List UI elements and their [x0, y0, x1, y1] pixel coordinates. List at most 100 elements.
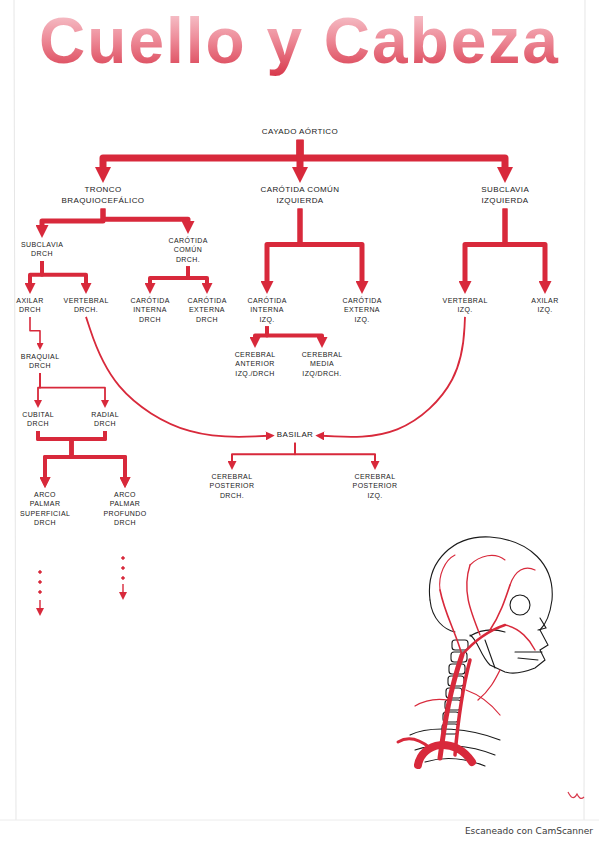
artery-label: VERTEBRAL DRCH.: [64, 296, 109, 315]
artery-label: AXILAR IZQ.: [531, 296, 558, 315]
artery-name: BASILAR: [277, 430, 314, 441]
dot: [39, 591, 42, 594]
scanner-watermark: Escaneado con CamScanner: [465, 826, 593, 836]
artery-label: CARÓTIDA INTERNA DRCH: [131, 296, 170, 324]
continuation-arrowhead: [119, 592, 127, 600]
artery-label: CUBITAL DRCH: [22, 410, 54, 429]
artery-name: CARÓTIDA EXTERNA DRCH: [188, 296, 227, 324]
artery-name: CARÓTIDA COMÚN IZQUIERDA: [260, 185, 340, 207]
artery-connector: [505, 209, 545, 285]
branch: [470, 555, 505, 565]
artery-connector: [465, 209, 505, 285]
connector-layer: [30, 140, 545, 481]
artery-connector: [322, 317, 465, 437]
artery-label: SUBCLAVIA DRCH: [21, 240, 63, 259]
artery-label: VERTEBRAL IZQ.: [443, 296, 488, 315]
artery-label: AXILAR DRCH: [16, 296, 43, 315]
mandible-ramus: [485, 640, 495, 668]
artery-connector: [86, 317, 268, 437]
artery-label: CARÓTIDA INTERNA IZQ.: [248, 296, 287, 324]
artery-name: ARCO PALMAR PROFUNDO DRCH: [103, 490, 146, 528]
page-decor: [0, 0, 599, 820]
artery-name: TRONCO BRAQUIOCEFÁLICO: [62, 185, 145, 207]
artery-connector: [300, 209, 362, 285]
artery-label: CARÓTIDA COMÚN DRCH.: [169, 236, 208, 264]
dot: [122, 557, 125, 560]
artery-label: SUBCLAVIA IZQUIERDA: [481, 185, 528, 207]
artery-label: CAYADO AÓRTICO: [262, 127, 338, 138]
artery-connector: [295, 443, 375, 464]
artery-label: CARÓTIDA EXTERNA IZQ.: [343, 296, 382, 324]
artery-name: CEREBRAL POSTERIOR DRCH.: [210, 472, 255, 500]
artery-connector: [267, 326, 322, 340]
artery-connector: [30, 317, 40, 345]
artery-name: ARCO PALMAR SUPERFICIAL DRCH: [20, 490, 70, 528]
artery-connector: [300, 140, 505, 172]
artery-label: CEREBRAL POSTERIOR DRCH.: [210, 472, 255, 500]
artery-connector: [267, 209, 300, 285]
artery-label: CARÓTIDA EXTERNA DRCH: [188, 296, 227, 324]
artery-label: RADIAL DRCH: [91, 410, 118, 429]
head-neck-illustration: [410, 537, 552, 766]
occipital-artery: [440, 590, 462, 655]
artery-label: BASILAR: [277, 430, 314, 441]
common-carotid: [440, 655, 462, 758]
artery-name: CEREBRAL POSTERIOR IZQ.: [353, 472, 398, 500]
artery-name: CUBITAL DRCH: [22, 410, 54, 429]
pen-mark: [568, 792, 584, 798]
artery-name: CEREBRAL MEDIA IZQ/DRCH.: [302, 350, 343, 378]
continuation-dots: [36, 557, 127, 616]
aortic-arch: [418, 745, 472, 765]
nasal-bone: [538, 618, 546, 630]
artery-connector: [38, 431, 125, 480]
artery-name: CARÓTIDA COMÚN DRCH.: [169, 236, 208, 264]
branch: [478, 670, 500, 700]
teeth: [515, 652, 542, 660]
artery-label: CEREBRAL ANTERIOR IZQ./DRCH: [235, 350, 276, 378]
artery-name: RADIAL DRCH: [91, 410, 118, 429]
dot: [122, 567, 125, 570]
branch: [467, 565, 480, 635]
artery-connector: [232, 443, 295, 464]
artery-name: CARÓTIDA EXTERNA IZQ.: [343, 296, 382, 324]
artery-label: ARCO PALMAR SUPERFICIAL DRCH: [20, 490, 70, 528]
artery-label: BRAQUIAL DRCH: [21, 352, 59, 371]
branch: [510, 568, 535, 585]
external-carotid: [462, 625, 505, 655]
subclavian: [398, 739, 430, 748]
artery-label: CARÓTIDA COMÚN IZQUIERDA: [260, 185, 340, 207]
branch: [415, 699, 448, 706]
page-edge: [14, 0, 16, 820]
artery-connector: [42, 209, 103, 229]
artery-connector: [103, 140, 300, 172]
artery-name: SUBCLAVIA DRCH: [21, 240, 63, 259]
artery-label: CEREBRAL POSTERIOR IZQ.: [353, 472, 398, 500]
orbit: [510, 595, 530, 615]
artery-label: TRONCO BRAQUIOCEFÁLICO: [62, 185, 145, 207]
artery-connector: [42, 261, 86, 286]
page-edge: [0, 820, 599, 821]
facial-artery: [505, 625, 535, 650]
artery-connector: [150, 266, 188, 286]
dot: [39, 571, 42, 574]
dot: [39, 581, 42, 584]
artery-name: VERTEBRAL DRCH.: [64, 296, 109, 315]
artery-name: BRAQUIAL DRCH: [21, 352, 59, 371]
skull-outline: [430, 600, 455, 632]
artery-name: CEREBRAL ANTERIOR IZQ./DRCH: [235, 350, 276, 378]
artery-connector: [72, 431, 126, 480]
artery-name: CARÓTIDA INTERNA IZQ.: [248, 296, 287, 324]
artery-name: SUBCLAVIA IZQUIERDA: [481, 185, 528, 207]
artery-label: CEREBRAL MEDIA IZQ/DRCH.: [302, 350, 343, 378]
dot: [122, 577, 125, 580]
artery-label: ARCO PALMAR PROFUNDO DRCH: [103, 490, 146, 528]
branch: [440, 555, 455, 590]
artery-name: AXILAR IZQ.: [531, 296, 558, 315]
artery-connector: [103, 209, 188, 225]
artery-connector: [40, 373, 105, 403]
artery-name: AXILAR DRCH: [16, 296, 43, 315]
artery-connector: [188, 266, 207, 286]
